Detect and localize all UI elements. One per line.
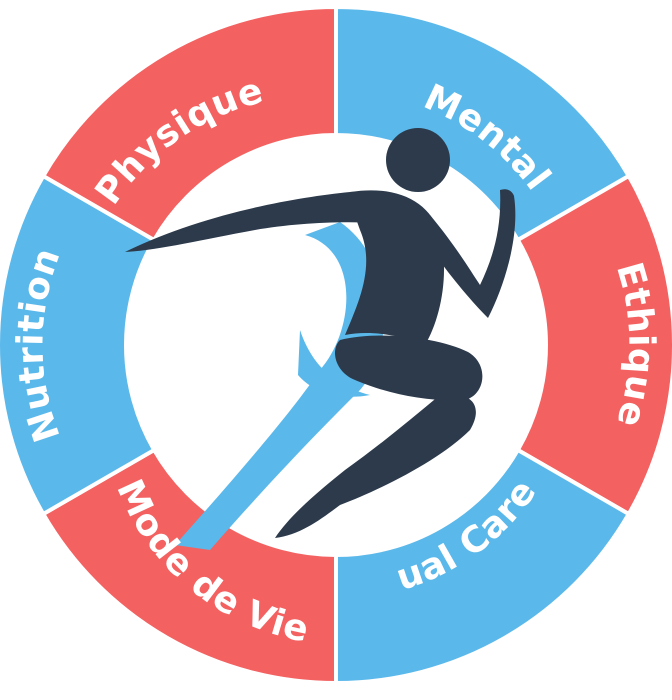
runner-icon <box>125 128 516 550</box>
